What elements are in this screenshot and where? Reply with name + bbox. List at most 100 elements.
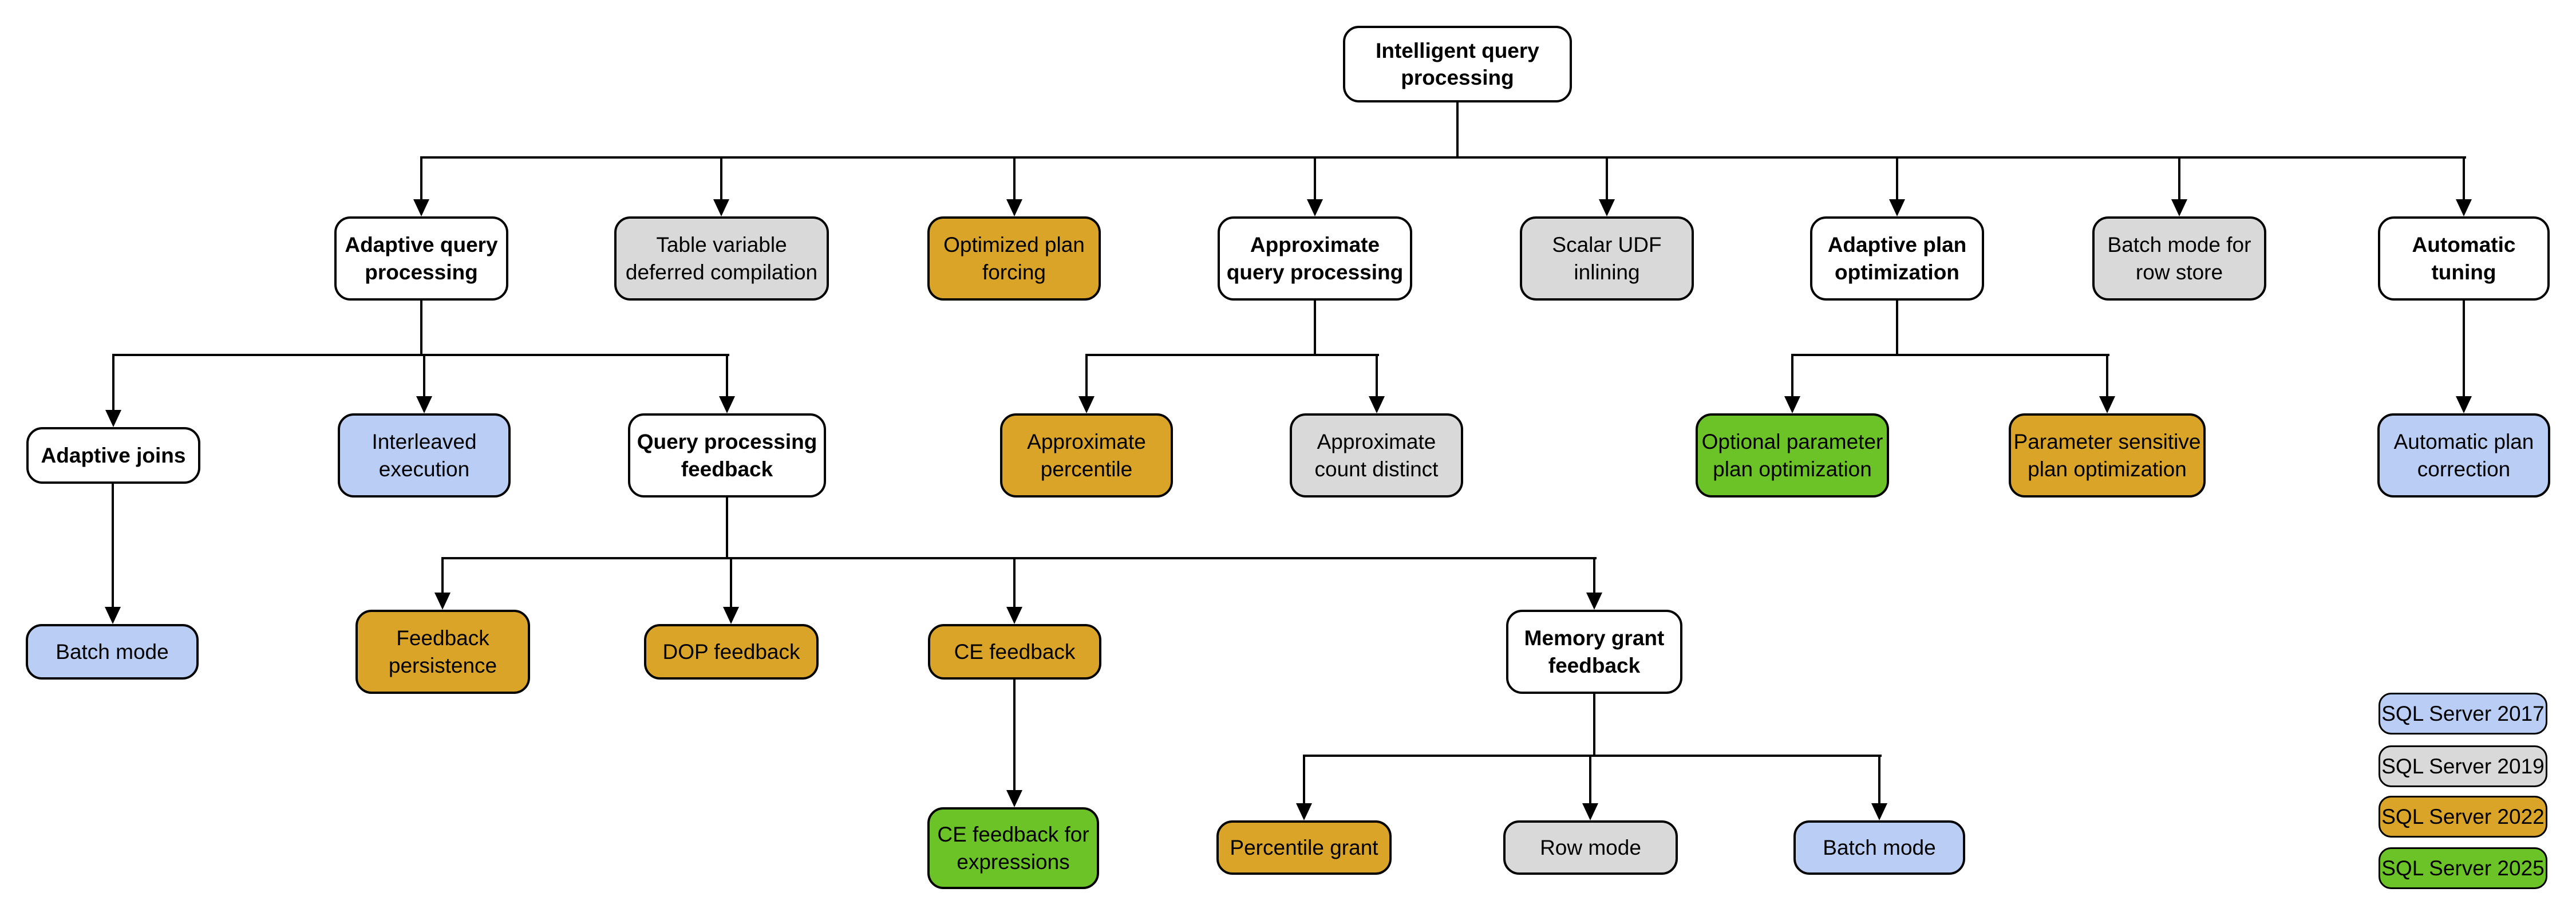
arrowhead-icon bbox=[1006, 199, 1022, 216]
connector-line bbox=[423, 355, 425, 397]
arrowhead-icon bbox=[713, 199, 729, 216]
node-batch-mode-adaptive-joins: Batch mode bbox=[26, 624, 199, 680]
arrowhead-icon bbox=[2099, 396, 2115, 413]
node-label: Batch mode bbox=[56, 639, 169, 664]
connector-line bbox=[1791, 354, 2109, 356]
node-label: Table variable deferred compilation bbox=[625, 233, 818, 284]
node-batch-mode-memory-grant: Batch mode bbox=[1793, 820, 1965, 875]
connector-line bbox=[1896, 299, 1898, 356]
node-batch-mode-for-row-store: Batch mode for row store bbox=[2092, 216, 2266, 301]
node-ce-feedback-for-expressions: CE feedback for expressions bbox=[927, 807, 1099, 889]
connector-line bbox=[1589, 756, 1591, 804]
connector-line bbox=[441, 557, 1597, 559]
connector-line bbox=[1085, 354, 1379, 356]
arrowhead-icon bbox=[1296, 803, 1312, 820]
legend-label: SQL Server 2022 bbox=[2381, 804, 2545, 828]
arrowhead-icon bbox=[434, 593, 451, 610]
connector-line bbox=[726, 496, 728, 559]
connector-line bbox=[1085, 355, 1088, 397]
connector-line bbox=[2178, 157, 2180, 200]
node-interleaved-execution: Interleaved execution bbox=[338, 413, 511, 498]
arrowhead-icon bbox=[1369, 396, 1385, 413]
node-intelligent-query-processing: Intelligent query processing bbox=[1343, 26, 1572, 102]
connector-line bbox=[1013, 678, 1016, 791]
node-adaptive-joins: Adaptive joins bbox=[26, 427, 200, 484]
node-row-mode: Row mode bbox=[1503, 820, 1678, 875]
connector-line bbox=[2106, 355, 2108, 397]
arrowhead-icon bbox=[1006, 790, 1022, 807]
node-label: Adaptive plan optimization bbox=[1827, 233, 1967, 284]
legend-item-sql-server-2017: SQL Server 2017 bbox=[2379, 693, 2547, 735]
arrowhead-icon bbox=[1889, 199, 1905, 216]
arrowhead-icon bbox=[105, 410, 121, 427]
connector-line bbox=[1878, 756, 1880, 804]
node-label: Batch mode bbox=[1823, 835, 1936, 859]
arrowhead-icon bbox=[723, 607, 739, 624]
arrowhead-icon bbox=[1582, 803, 1598, 820]
node-parameter-sensitive-plan-optimization: Parameter sensitive plan optimization bbox=[2009, 413, 2206, 498]
arrowhead-icon bbox=[1006, 607, 1022, 624]
arrowhead-icon bbox=[2456, 396, 2472, 413]
connector-line bbox=[1314, 157, 1316, 200]
node-memory-grant-feedback: Memory grant feedback bbox=[1506, 610, 1682, 694]
legend-label: SQL Server 2017 bbox=[2381, 701, 2545, 725]
arrowhead-icon bbox=[2171, 199, 2187, 216]
arrowhead-icon bbox=[1599, 199, 1615, 216]
connector-line bbox=[730, 558, 732, 608]
node-adaptive-plan-optimization: Adaptive plan optimization bbox=[1810, 216, 1984, 301]
legend-label: SQL Server 2025 bbox=[2381, 856, 2545, 880]
connector-line bbox=[1013, 157, 1016, 200]
node-approximate-percentile: Approximate percentile bbox=[1000, 413, 1173, 498]
connector-line bbox=[1896, 157, 1898, 200]
node-label: Adaptive joins bbox=[41, 443, 186, 467]
node-label: DOP feedback bbox=[662, 639, 800, 664]
arrowhead-icon bbox=[719, 396, 735, 413]
node-label: CE feedback for expressions bbox=[937, 823, 1089, 874]
node-query-processing-feedback: Query processing feedback bbox=[628, 413, 826, 498]
connector-line bbox=[1456, 102, 1459, 159]
legend-item-sql-server-2019: SQL Server 2019 bbox=[2379, 745, 2547, 787]
node-label: Approximate percentile bbox=[1027, 430, 1146, 481]
connector-line bbox=[720, 157, 722, 200]
connector-line bbox=[420, 299, 422, 356]
node-label: Optimized plan forcing bbox=[943, 233, 1085, 284]
connector-line bbox=[2463, 157, 2465, 200]
node-optional-parameter-plan-optimization: Optional parameter plan optimization bbox=[1696, 413, 1889, 498]
node-ce-feedback: CE feedback bbox=[928, 624, 1101, 680]
connector-line bbox=[1606, 157, 1608, 200]
connector-line bbox=[112, 483, 114, 608]
connector-line bbox=[2463, 299, 2465, 397]
node-label: Parameter sensitive plan optimization bbox=[2013, 430, 2201, 481]
node-label: Automatic plan correction bbox=[2393, 430, 2534, 481]
connector-line bbox=[1303, 755, 1882, 757]
node-label: Automatic tuning bbox=[2412, 233, 2516, 284]
node-label: Percentile grant bbox=[1230, 835, 1378, 859]
arrowhead-icon bbox=[105, 607, 121, 624]
node-approximate-count-distinct: Approximate count distinct bbox=[1290, 413, 1463, 498]
node-adaptive-query-processing: Adaptive query processing bbox=[334, 216, 508, 301]
connector-line bbox=[420, 157, 422, 200]
node-label: Approximate count distinct bbox=[1314, 430, 1439, 481]
node-automatic-plan-correction: Automatic plan correction bbox=[2377, 413, 2550, 498]
node-label: Intelligent query processing bbox=[1376, 38, 1539, 89]
connector-line bbox=[1593, 693, 1595, 757]
node-label: Scalar UDF inlining bbox=[1552, 233, 1662, 284]
node-label: Batch mode for row store bbox=[2107, 233, 2251, 284]
node-label: Row mode bbox=[1540, 835, 1641, 859]
node-scalar-udf-inlining: Scalar UDF inlining bbox=[1520, 216, 1694, 301]
legend-item-sql-server-2022: SQL Server 2022 bbox=[2379, 796, 2547, 838]
arrowhead-icon bbox=[1307, 199, 1323, 216]
arrowhead-icon bbox=[1078, 396, 1095, 413]
node-label: Adaptive query processing bbox=[345, 233, 498, 284]
connector-line bbox=[1314, 299, 1316, 356]
legend-label: SQL Server 2019 bbox=[2381, 754, 2545, 778]
node-label: Query processing feedback bbox=[637, 430, 817, 481]
node-approximate-query-processing: Approximate query processing bbox=[1218, 216, 1412, 301]
node-table-variable-deferred-compilation: Table variable deferred compilation bbox=[614, 216, 829, 301]
connector-line bbox=[112, 355, 114, 411]
connector-line bbox=[1013, 558, 1016, 608]
node-feedback-persistence: Feedback persistence bbox=[355, 610, 530, 694]
connector-line bbox=[1303, 756, 1305, 804]
arrowhead-icon bbox=[1784, 396, 1800, 413]
